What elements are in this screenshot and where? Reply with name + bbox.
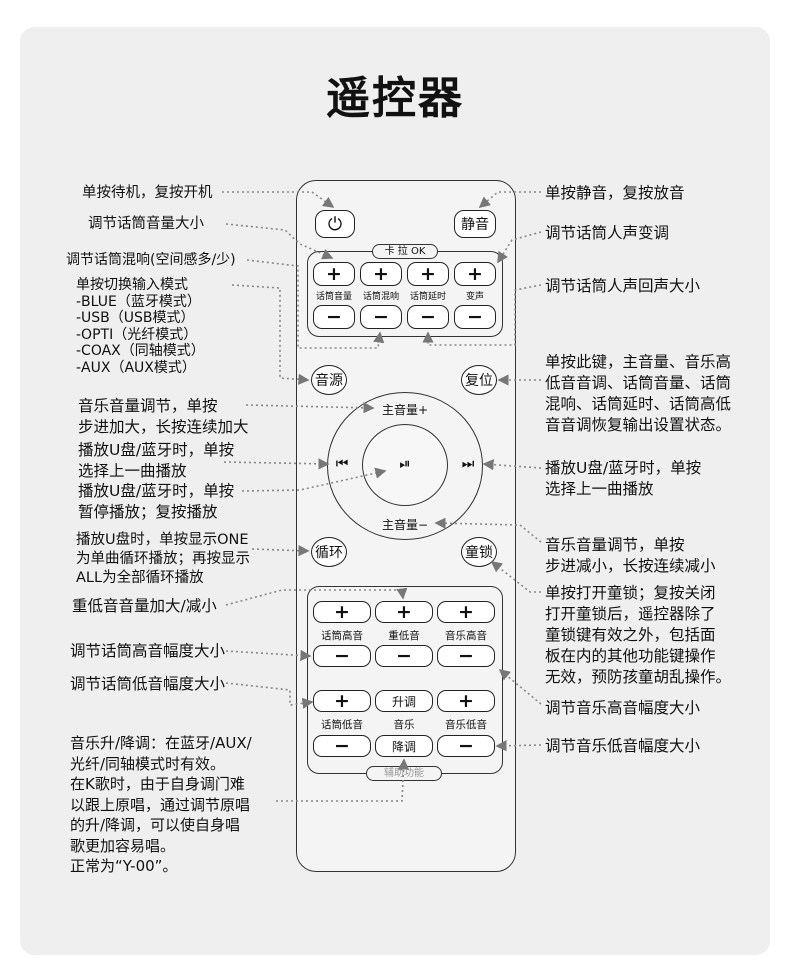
leader-mic-treble — [225, 649, 312, 662]
voice-change-label: 变声 — [465, 292, 484, 302]
leader-mute — [478, 191, 541, 209]
leader-mic-reverb — [246, 259, 385, 349]
annotation-voice-change: 调节话筒人声变调 — [545, 224, 670, 242]
mute-button[interactable]: 静音 — [454, 210, 496, 238]
annotation-mic-treble: 调节话筒高音幅度大小 — [70, 642, 226, 660]
annotation-pause: 播放U盘/蓝牙时，单按 暂停播放；复按播放 — [78, 482, 235, 521]
music-treble-plus-button[interactable]: + — [437, 601, 495, 623]
music-treble-minus-button[interactable]: − — [437, 645, 495, 667]
annotation-mic-reverb: 调节话筒混响(空间感多/少) — [66, 252, 236, 268]
annotation-reset: 单按此键，主音量、音乐高 低音音调、话筒音量、话筒 混响、话筒延时、话筒高低 音… — [545, 353, 732, 434]
bass-label: 重低音 — [388, 630, 420, 642]
annotation-key-shift: 音乐升/降调：在蓝牙/AUX/ 光纤/同轴模式时有效。 在K歌时，由于自身调门难… — [70, 734, 252, 875]
leader-voice-change — [497, 231, 542, 264]
mic-bass-minus-button[interactable]: − — [313, 735, 371, 757]
annotation-bass: 重低音音量加大/减小 — [72, 597, 217, 615]
vol-down-button[interactable]: 主音量− — [381, 518, 429, 532]
play-pause-icon: ⏯ — [399, 456, 411, 472]
mic-delay-label: 话筒延时 — [409, 292, 446, 302]
music-treble-label: 音乐高音 — [445, 630, 487, 642]
leader-echo — [422, 284, 542, 346]
music-bass-minus-button[interactable]: − — [437, 735, 495, 757]
bass-minus-button[interactable]: − — [375, 645, 433, 667]
mic-volume-plus-button[interactable]: + — [313, 262, 355, 286]
annotation-music-vol-down: 音乐音量调节，单按 步进减小，长按连续减小 — [545, 536, 716, 575]
leader-input-mode — [231, 284, 310, 385]
music-bass-plus-button[interactable]: + — [437, 690, 495, 712]
leader-mic-bass — [225, 682, 314, 709]
leader-mic-volume — [225, 223, 334, 260]
leader-music-bass — [495, 740, 542, 752]
source-button[interactable]: 音源 — [311, 365, 347, 395]
child-lock-button[interactable]: 童锁 — [461, 537, 497, 567]
annotation-child-lock: 单按打开童锁；复按关闭 打开童锁后，遥控器除了 童锁键有效之外，包括面 板在内的… — [545, 584, 732, 686]
key-down-button[interactable]: 降调 — [375, 735, 433, 757]
leader-prev — [223, 458, 330, 470]
next-icon[interactable]: ⏭ — [461, 456, 475, 472]
leader-standby — [222, 191, 335, 208]
mic-delay-plus-button[interactable]: + — [407, 262, 449, 286]
bass-plus-button[interactable]: + — [375, 601, 433, 623]
power-icon: ⏻ — [327, 213, 343, 235]
annotation-loop-mode: 播放U盘时，单按显示ONE 为单曲循环播放；再按显示 ALL为全部循环播放 — [76, 532, 250, 586]
leader-music-treble — [498, 668, 542, 705]
leader-pause — [241, 467, 387, 492]
leader-vol-down — [434, 517, 542, 543]
voice-change-plus-button[interactable]: + — [454, 262, 496, 286]
mic-reverb-label: 话筒混响 — [362, 292, 399, 302]
mic-bass-label: 话筒低音 — [321, 719, 363, 731]
reset-button[interactable]: 复位 — [461, 365, 497, 395]
annotation-next-track: 播放U盘/蓝牙时，单按 选择上一曲播放 — [545, 459, 702, 498]
annotation-mic-bass: 调节话筒低音幅度大小 — [70, 675, 226, 693]
leader-vol-up — [245, 402, 375, 414]
annotation-standby: 单按待机，复按开机 — [82, 185, 213, 201]
leader-loop — [251, 545, 310, 557]
voice-change-minus-button[interactable]: − — [454, 305, 496, 329]
mic-bass-plus-button[interactable]: + — [313, 690, 371, 712]
annotation-music-treble: 调节音乐高音幅度大小 — [545, 699, 701, 717]
page-title: 遥控器 — [326, 73, 464, 124]
leader-child-lock — [490, 561, 541, 593]
annotation-music-vol-up: 音乐音量调节，单按 步进加大，长按连续加大 — [78, 397, 249, 436]
mic-volume-minus-button[interactable]: − — [313, 305, 355, 329]
music-key-label: 音乐 — [393, 719, 415, 731]
annotation-input-mode: 单按切换输入模式 -BLUE（蓝牙模式） -USB（USB模式） -OPTI（光… — [76, 277, 205, 376]
leader-next — [482, 459, 542, 471]
vol-up-button[interactable]: 主音量+ — [381, 403, 429, 417]
mic-reverb-plus-button[interactable]: + — [360, 262, 402, 286]
music-bass-label: 音乐低音 — [445, 719, 487, 731]
mic-volume-label: 话筒音量 — [315, 292, 352, 302]
leader-key-shift — [276, 758, 410, 802]
annotation-prev-track: 播放U盘/蓝牙时，单按 选择上一曲播放 — [78, 441, 235, 480]
mic-treble-plus-button[interactable]: + — [313, 601, 371, 623]
mic-treble-label: 话筒高音 — [321, 630, 363, 642]
annotation-mute: 单按静音，复按放音 — [545, 184, 685, 202]
prev-icon[interactable]: ⏮ — [335, 456, 349, 472]
annotation-echo: 调节话筒人声回声大小 — [545, 277, 701, 295]
loop-button[interactable]: 循环 — [311, 537, 347, 567]
leader-bass — [225, 587, 408, 606]
mic-treble-minus-button[interactable]: − — [313, 645, 371, 667]
mic-reverb-minus-button[interactable]: − — [360, 305, 402, 329]
annotation-music-bass: 调节音乐低音幅度大小 — [545, 737, 701, 755]
karaoke-tag: 卡 拉 OK — [372, 244, 438, 259]
play-pause-button[interactable] — [362, 424, 448, 506]
mic-delay-minus-button[interactable]: − — [407, 305, 449, 329]
power-button[interactable]: ⏻ — [315, 210, 355, 238]
key-up-button[interactable]: 升调 — [375, 690, 433, 712]
annotation-mic-volume: 调节话筒音量大小 — [88, 216, 204, 232]
